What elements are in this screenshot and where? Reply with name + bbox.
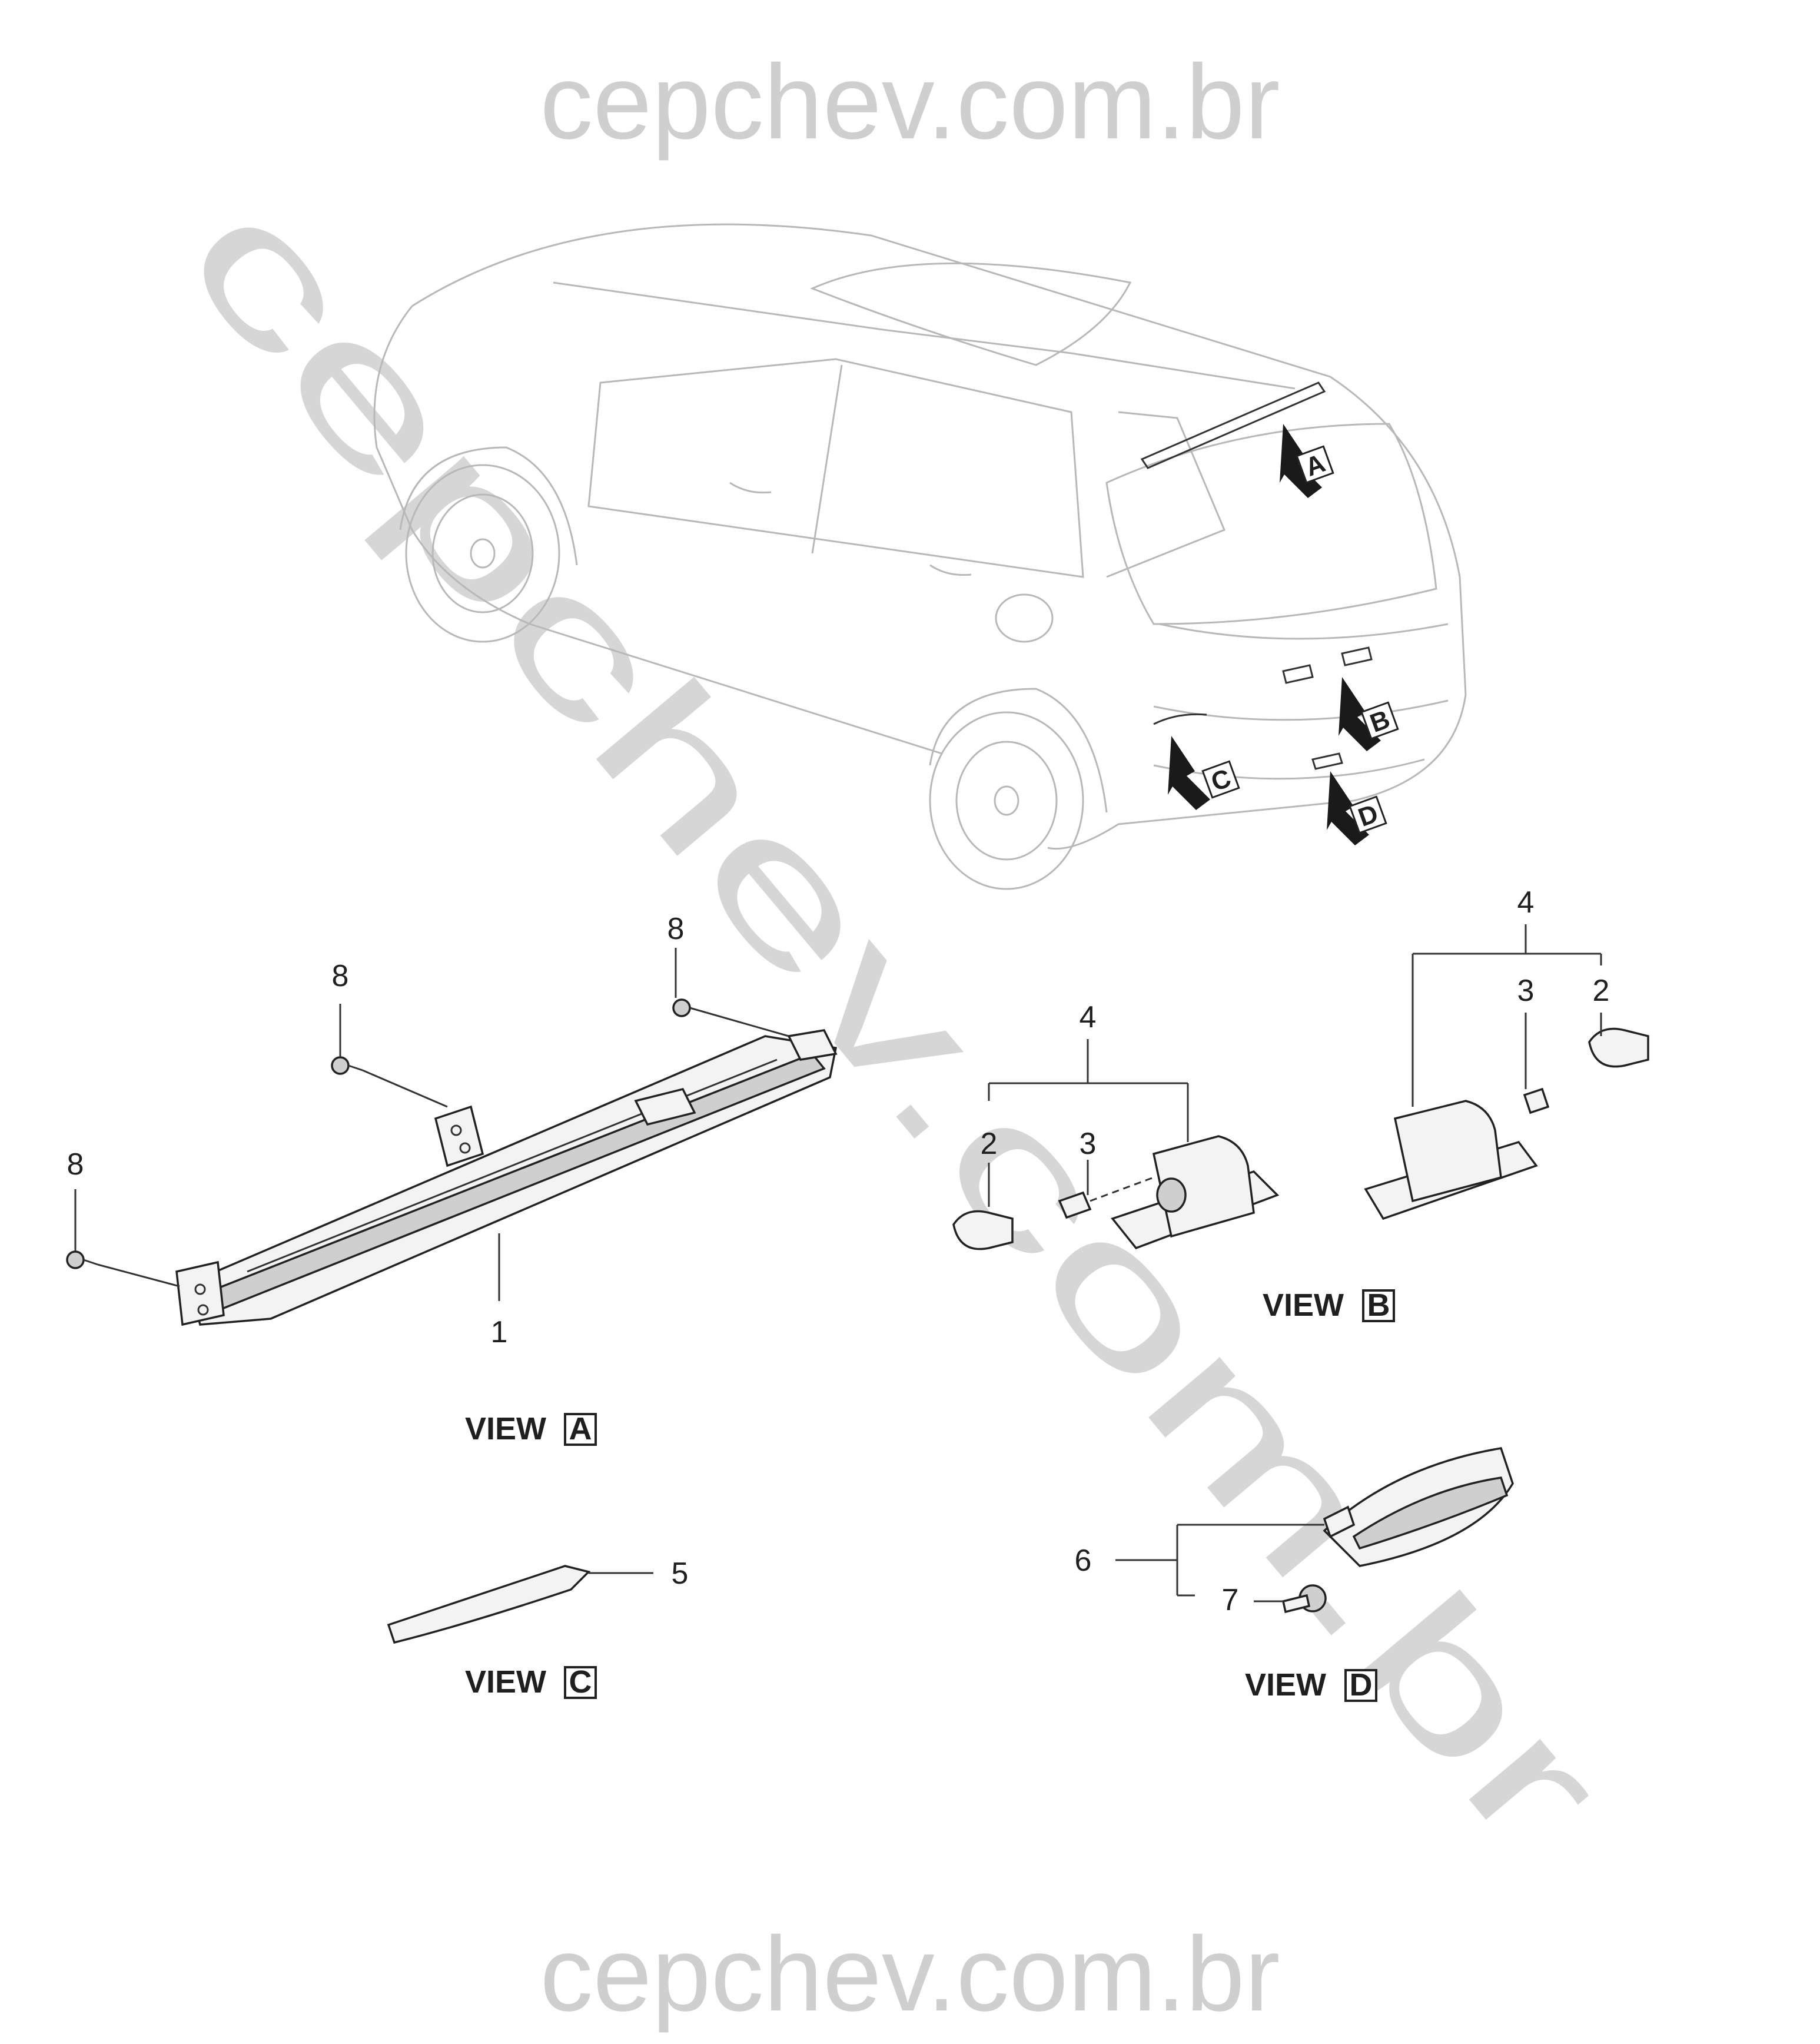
arrow-c: C bbox=[1168, 736, 1240, 810]
callout-a-8-top: 8 bbox=[667, 912, 685, 946]
callout-a-1: 1 bbox=[491, 1315, 508, 1349]
view-label-b: VIEW B bbox=[1263, 1288, 1395, 1323]
callout-c-5: 5 bbox=[672, 1557, 689, 1591]
view-d-letter: D bbox=[1350, 1667, 1373, 1703]
view-c-parts bbox=[387, 1565, 653, 1644]
view-b-letter: B bbox=[1367, 1288, 1390, 1323]
callout-b2-4: 4 bbox=[1517, 885, 1535, 920]
view-a-text: VIEW bbox=[465, 1411, 546, 1446]
fastener-8-left bbox=[66, 1250, 98, 1269]
view-a-letter: A bbox=[569, 1411, 592, 1446]
view-b-left-parts bbox=[952, 1039, 1280, 1250]
callout-b2-2: 2 bbox=[1593, 974, 1610, 1008]
view-d-parts bbox=[1115, 1447, 1514, 1614]
watermark-bottom: cepchev.com.br bbox=[540, 1915, 1280, 2033]
callout-d-7: 7 bbox=[1222, 1583, 1239, 1617]
callout-b1-4: 4 bbox=[1080, 1000, 1097, 1034]
view-b-right-parts bbox=[1364, 924, 1649, 1220]
view-c-text: VIEW bbox=[465, 1664, 546, 1700]
watermark-top: cepchev.com.br bbox=[540, 43, 1280, 161]
callout-a-8-left: 8 bbox=[67, 1147, 84, 1182]
callout-b1-2: 2 bbox=[981, 1127, 998, 1161]
view-label-a: VIEW A bbox=[465, 1411, 597, 1446]
arrow-b: B bbox=[1339, 677, 1399, 751]
callout-b2-3: 3 bbox=[1517, 974, 1535, 1008]
view-d-text: VIEW bbox=[1245, 1667, 1326, 1703]
arrow-d: D bbox=[1327, 771, 1387, 845]
view-label-d: VIEW D bbox=[1245, 1667, 1377, 1703]
view-label-c: VIEW C bbox=[465, 1664, 597, 1700]
view-a-parts bbox=[66, 948, 838, 1326]
watermark-diagonal: cepchev.com.br bbox=[147, 156, 1643, 1884]
fastener-8-mid bbox=[331, 1056, 363, 1075]
callout-b1-3: 3 bbox=[1080, 1127, 1097, 1161]
callout-a-8-mid: 8 bbox=[332, 959, 349, 993]
fastener-8-top bbox=[672, 998, 707, 1017]
view-b-text: VIEW bbox=[1263, 1288, 1344, 1323]
view-c-letter: C bbox=[569, 1664, 592, 1700]
arrow-a: A bbox=[1280, 424, 1334, 498]
callout-d-6: 6 bbox=[1075, 1544, 1092, 1578]
